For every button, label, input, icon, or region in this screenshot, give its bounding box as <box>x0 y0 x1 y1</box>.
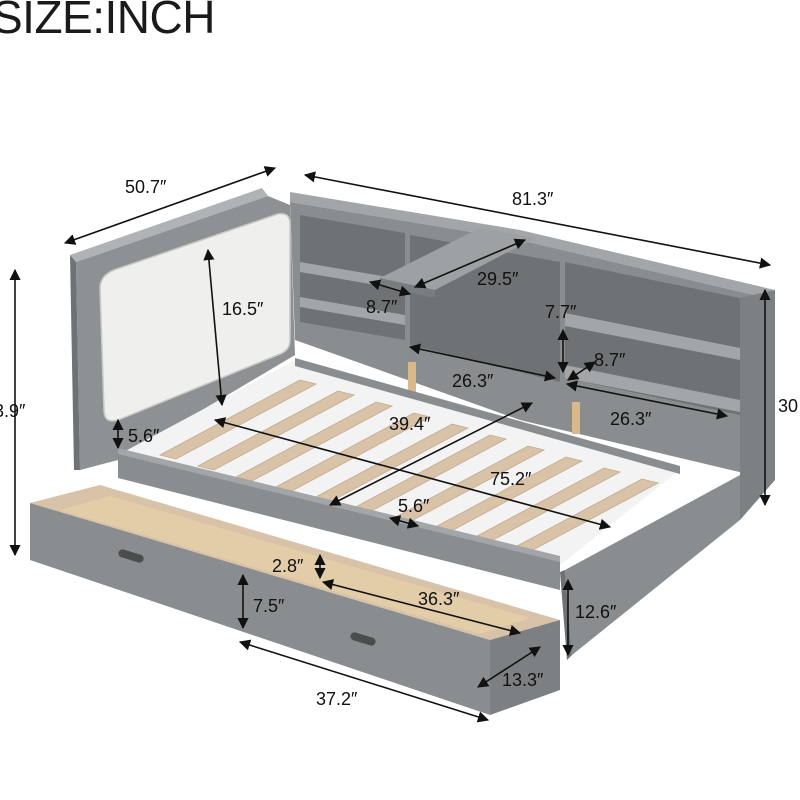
drawer-length-label: 37.2″ <box>316 689 358 709</box>
total-height-left-label: 3.9″ <box>0 401 26 421</box>
side-rail-height-label: 5.6″ <box>128 426 160 446</box>
footboard-height-label: 12.6″ <box>575 602 617 622</box>
drawer-depth-label: 13.3″ <box>502 670 544 690</box>
headboard-cushion-label: 16.5″ <box>222 299 264 319</box>
dimension-lines <box>9 166 772 723</box>
lower-shelf-depth-label: 8.7″ <box>594 350 626 370</box>
upper-shelf-depth-label: 8.7″ <box>366 297 398 317</box>
drawer-wall-label: 2.8″ <box>272 556 304 576</box>
drawer-inner-length-label: 36.3″ <box>418 589 460 609</box>
floating-shelf-width-label: 29.5″ <box>477 269 519 289</box>
size-unit-title: SIZE:INCH <box>0 0 215 43</box>
slat-gap-label: 5.6″ <box>398 496 430 516</box>
drawer-height-label: 7.5″ <box>253 596 285 616</box>
headboard-cushion <box>99 212 291 422</box>
bed-length-label: 81.3″ <box>512 189 554 209</box>
right-shelf-width-label: 26.3″ <box>610 409 652 429</box>
mattress-length-label: 75.2″ <box>490 469 532 489</box>
mattress-width-label: 39.4″ <box>389 414 431 434</box>
shelf-height-label: 7.7″ <box>545 302 577 322</box>
bed-depth-label: 50.7″ <box>125 177 167 197</box>
right-end-panel <box>740 290 775 520</box>
middle-shelf-width-label: 26.3″ <box>452 371 494 391</box>
total-height-right-label: 30 <box>778 396 799 416</box>
